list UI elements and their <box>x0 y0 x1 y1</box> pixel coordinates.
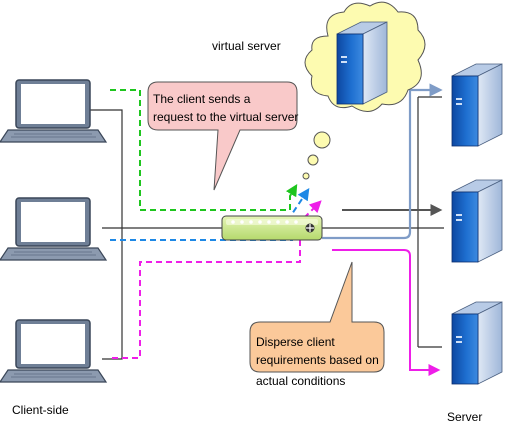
disperse-callout-line-3: actual conditions <box>256 374 345 388</box>
request-path-client-3 <box>112 200 322 359</box>
disperse-callout: Disperse client requirements based on ac… <box>249 261 385 388</box>
virtual-server-icon <box>336 21 388 105</box>
cloud-bubble <box>307 154 319 166</box>
load-balancer-icon <box>221 215 323 241</box>
server-2-icon <box>451 179 503 263</box>
forward-arrow-server-3 <box>332 249 441 376</box>
svg-text:request to the virtual server: request to the virtual server <box>153 110 298 124</box>
request-path-client-1 <box>110 89 298 211</box>
svg-text:actual conditions: actual conditions <box>256 374 345 388</box>
client-laptop-1 <box>0 79 107 143</box>
svg-text:requirements based on: requirements based on <box>256 353 379 367</box>
request-callout-line-1: The client sends a <box>153 92 251 106</box>
client-network-bus <box>88 109 222 360</box>
client-laptop-2 <box>0 197 107 261</box>
virtual-server-label: virtual server <box>212 39 281 53</box>
request-callout: The client sends a request to the virtua… <box>147 81 298 191</box>
request-callout-line-2: request to the virtual server <box>153 110 298 124</box>
svg-text:Disperse client: Disperse client <box>256 335 335 349</box>
svg-text:The client sends a: The client sends a <box>153 92 251 106</box>
cloud-bubble <box>313 131 331 149</box>
server-3-icon <box>451 301 503 385</box>
server-network-bus <box>417 96 442 348</box>
disperse-callout-line-2: requirements based on <box>256 353 379 367</box>
client-laptop-3 <box>0 319 107 383</box>
server-1-icon <box>451 63 503 147</box>
client-side-label: Client-side <box>12 403 69 417</box>
disperse-callout-line-1: Disperse client <box>256 335 335 349</box>
virtual-server-cloud <box>302 1 426 180</box>
cloud-bubble <box>302 172 310 180</box>
forward-arrow-server-1 <box>322 83 443 240</box>
server-label: Server <box>447 410 482 424</box>
